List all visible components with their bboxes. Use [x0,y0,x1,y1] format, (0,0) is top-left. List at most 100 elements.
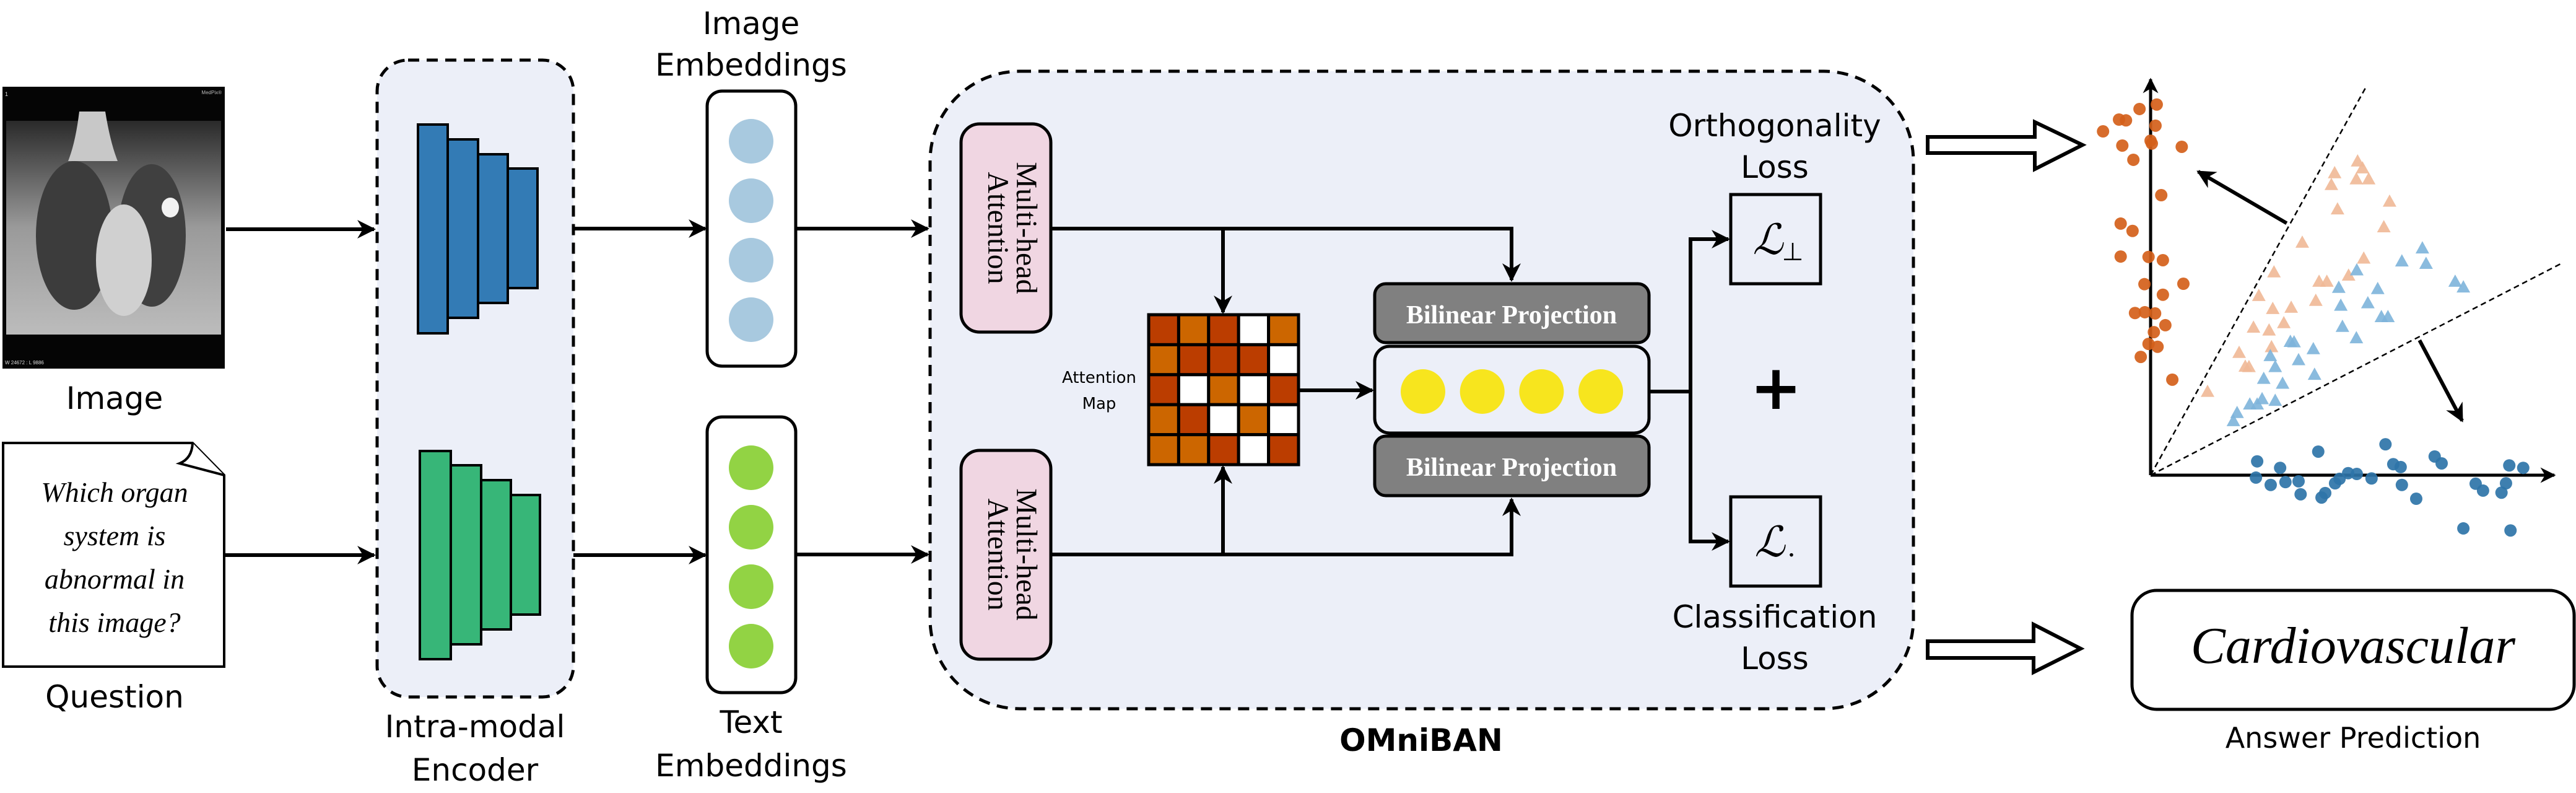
scatter-point-class-a-separated [2133,102,2146,115]
scatter-point-class-a-mixed [2266,302,2280,314]
scatter-point-class-b-mixed [2306,341,2320,354]
omniban-title: OMniBAN [1339,722,1503,758]
scatter-point-class-a-separated [2149,307,2162,320]
scatter-point-class-b-mixed [2448,274,2462,287]
question-label: Question [45,679,184,715]
scatter-point-class-a-separated [2097,125,2110,138]
scatter-point-class-b-separated [2274,462,2287,475]
scatter-point-class-b-separated [2315,491,2328,504]
attention-map-grid [1147,313,1300,467]
scatter-point-class-a-separated [2138,305,2151,318]
text-encoder-layer-3 [480,479,512,631]
scatter-point-class-a-separated [2156,288,2169,301]
scatter-point-class-b-mixed [2370,281,2385,294]
scatter-point-class-a-mixed [2277,316,2291,328]
fused-embedding-dot [1519,369,1564,414]
fused-embedding-vector [1401,369,1624,414]
mha-text-line-2: Attention [981,498,1014,610]
scatter-point-class-b-separated [2379,438,2392,451]
scatter-point-class-a-mixed [2201,384,2215,397]
attention-map-cell [1177,433,1211,467]
xray-heart [96,204,152,316]
scatter-point-class-b-mixed [2226,414,2240,426]
attention-map-cell [1177,373,1211,406]
classification-loss-subscript: . [1788,530,1795,563]
separation-arrow [2196,170,2288,225]
classification-loss-label-line-2: Loss [1741,641,1809,677]
scatter-point-class-b-separated [2264,478,2277,491]
scatter-point-class-a-separated [2114,217,2127,230]
image-embedding-dot [729,238,773,283]
scatter-point-class-b-mixed [2419,256,2433,269]
scatter-point-class-b-separated [2251,455,2264,468]
text-embedding-dot [729,624,773,668]
orthogonality-loss-symbol: ℒ [1753,216,1785,263]
scatter-point-class-b-separated [2495,486,2508,499]
scatter-point-class-b-mixed [2349,263,2364,276]
attention-map-cell [1207,343,1240,377]
attention-map-cell [1147,433,1180,467]
scatter-point-class-a-mixed [2242,359,2256,372]
scatter-point-class-a-mixed [2328,165,2342,178]
xray-neck [68,112,118,161]
orthogonality-loss-box [1729,193,1822,286]
arrow-branch-to-classification-loss [1689,392,1730,551]
scatter-point-class-b-separated [2394,460,2407,473]
scatter-point-class-a-separated [2142,250,2155,263]
fused-embedding-dot [1460,369,1505,414]
scatter-point-class-a-mixed [2247,320,2261,333]
text-embedding-vector [729,445,773,668]
attention-map-cell [1237,343,1271,377]
attention-map-cell [1207,403,1240,437]
attention-map-cell [1267,373,1300,406]
scatter-point-class-a-mixed [2349,172,2364,185]
xray-pacemaker [162,198,179,217]
bilinear-bottom-box [1373,434,1651,497]
multi-head-attention-image: Multi-head Attention [959,122,1053,334]
attention-map-cell [1177,403,1211,437]
bilinear-bottom-label: Bilinear Projection [1406,453,1617,482]
mha-image-line-1: Multi-head [1010,162,1043,294]
orthogonality-loss-label-line-2: Loss [1741,149,1809,185]
question-line-2: system is [64,520,166,551]
scatter-point-class-a-separated [2134,351,2147,364]
attention-map-cell [1267,313,1300,346]
attention-map-cell [1237,403,1271,437]
scatter-point-class-b-mixed [2349,331,2364,344]
scatter-point-class-a-separated [2175,140,2188,153]
image-embedding-vector [729,119,773,342]
scatter-point-class-a-mixed [2265,340,2279,353]
hollow-arrow-to-feature-space [1926,119,2087,172]
scatter-point-class-a-separated [2127,153,2140,166]
scatter-point-class-b-separated [2312,445,2325,458]
scatter-point-class-a-mixed [2324,177,2338,190]
question-line-1: Which organ [41,476,188,508]
scatter-point-class-b-separated [2292,475,2305,488]
scatter-point-class-a-mixed [2356,161,2370,173]
text-encoder-layer-4 [510,494,541,616]
bilinear-projection-top: Bilinear Projection [1373,282,1651,344]
question-document: Which organ system is abnormal in this i… [2,442,225,668]
scatter-point-class-a-separated [2150,98,2163,111]
image-embeddings-label-line-1: Image [703,6,800,42]
scatter-point-class-b-mixed [2334,298,2348,311]
scatter-point-class-a-separated [2151,340,2164,353]
xray-watermark: MedPix® [201,90,222,95]
scatter-point-class-b-mixed [2307,367,2321,380]
separation-arrow [2417,339,2464,423]
classification-loss-symbol: ℒ [1755,519,1786,566]
xray-corner-number: 1 [5,91,8,97]
scatter-point-class-b-mixed [2395,254,2409,267]
mha-text-line-1: Multi-head [1010,488,1043,620]
scatter-point-class-b-separated [2476,484,2489,497]
scatter-point-class-b-separated [2409,493,2422,506]
scatter-point-class-b-separated [2365,472,2378,485]
attention-map-cell [1147,403,1180,437]
scatter-point-class-a-mixed [2382,194,2396,207]
text-encoder-layer-1 [419,450,452,660]
hollow-arrow-to-answer [1926,621,2085,675]
orthogonality-loss-subscript: ⊥ [1782,238,1804,266]
text-embedding-dot [729,445,773,490]
attention-map-cell [1267,433,1300,467]
multi-head-attention-text: Multi-head Attention [959,449,1053,661]
